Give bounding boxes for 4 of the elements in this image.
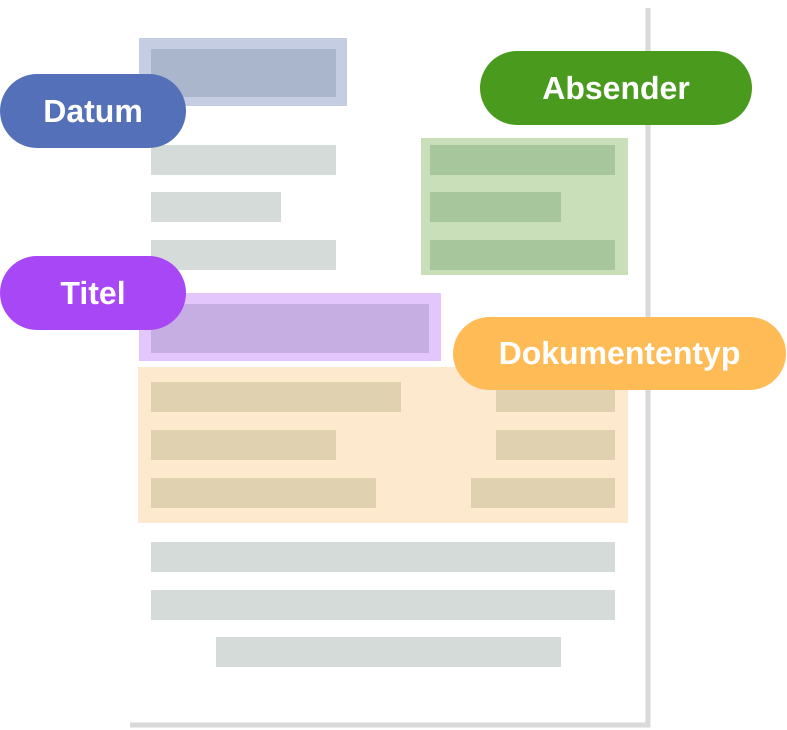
label-pill: Datum [0, 74, 186, 148]
label-pill: Dokumententyp [453, 317, 786, 390]
label-pill: Titel [0, 256, 186, 330]
label-pill: Absender [480, 51, 752, 125]
